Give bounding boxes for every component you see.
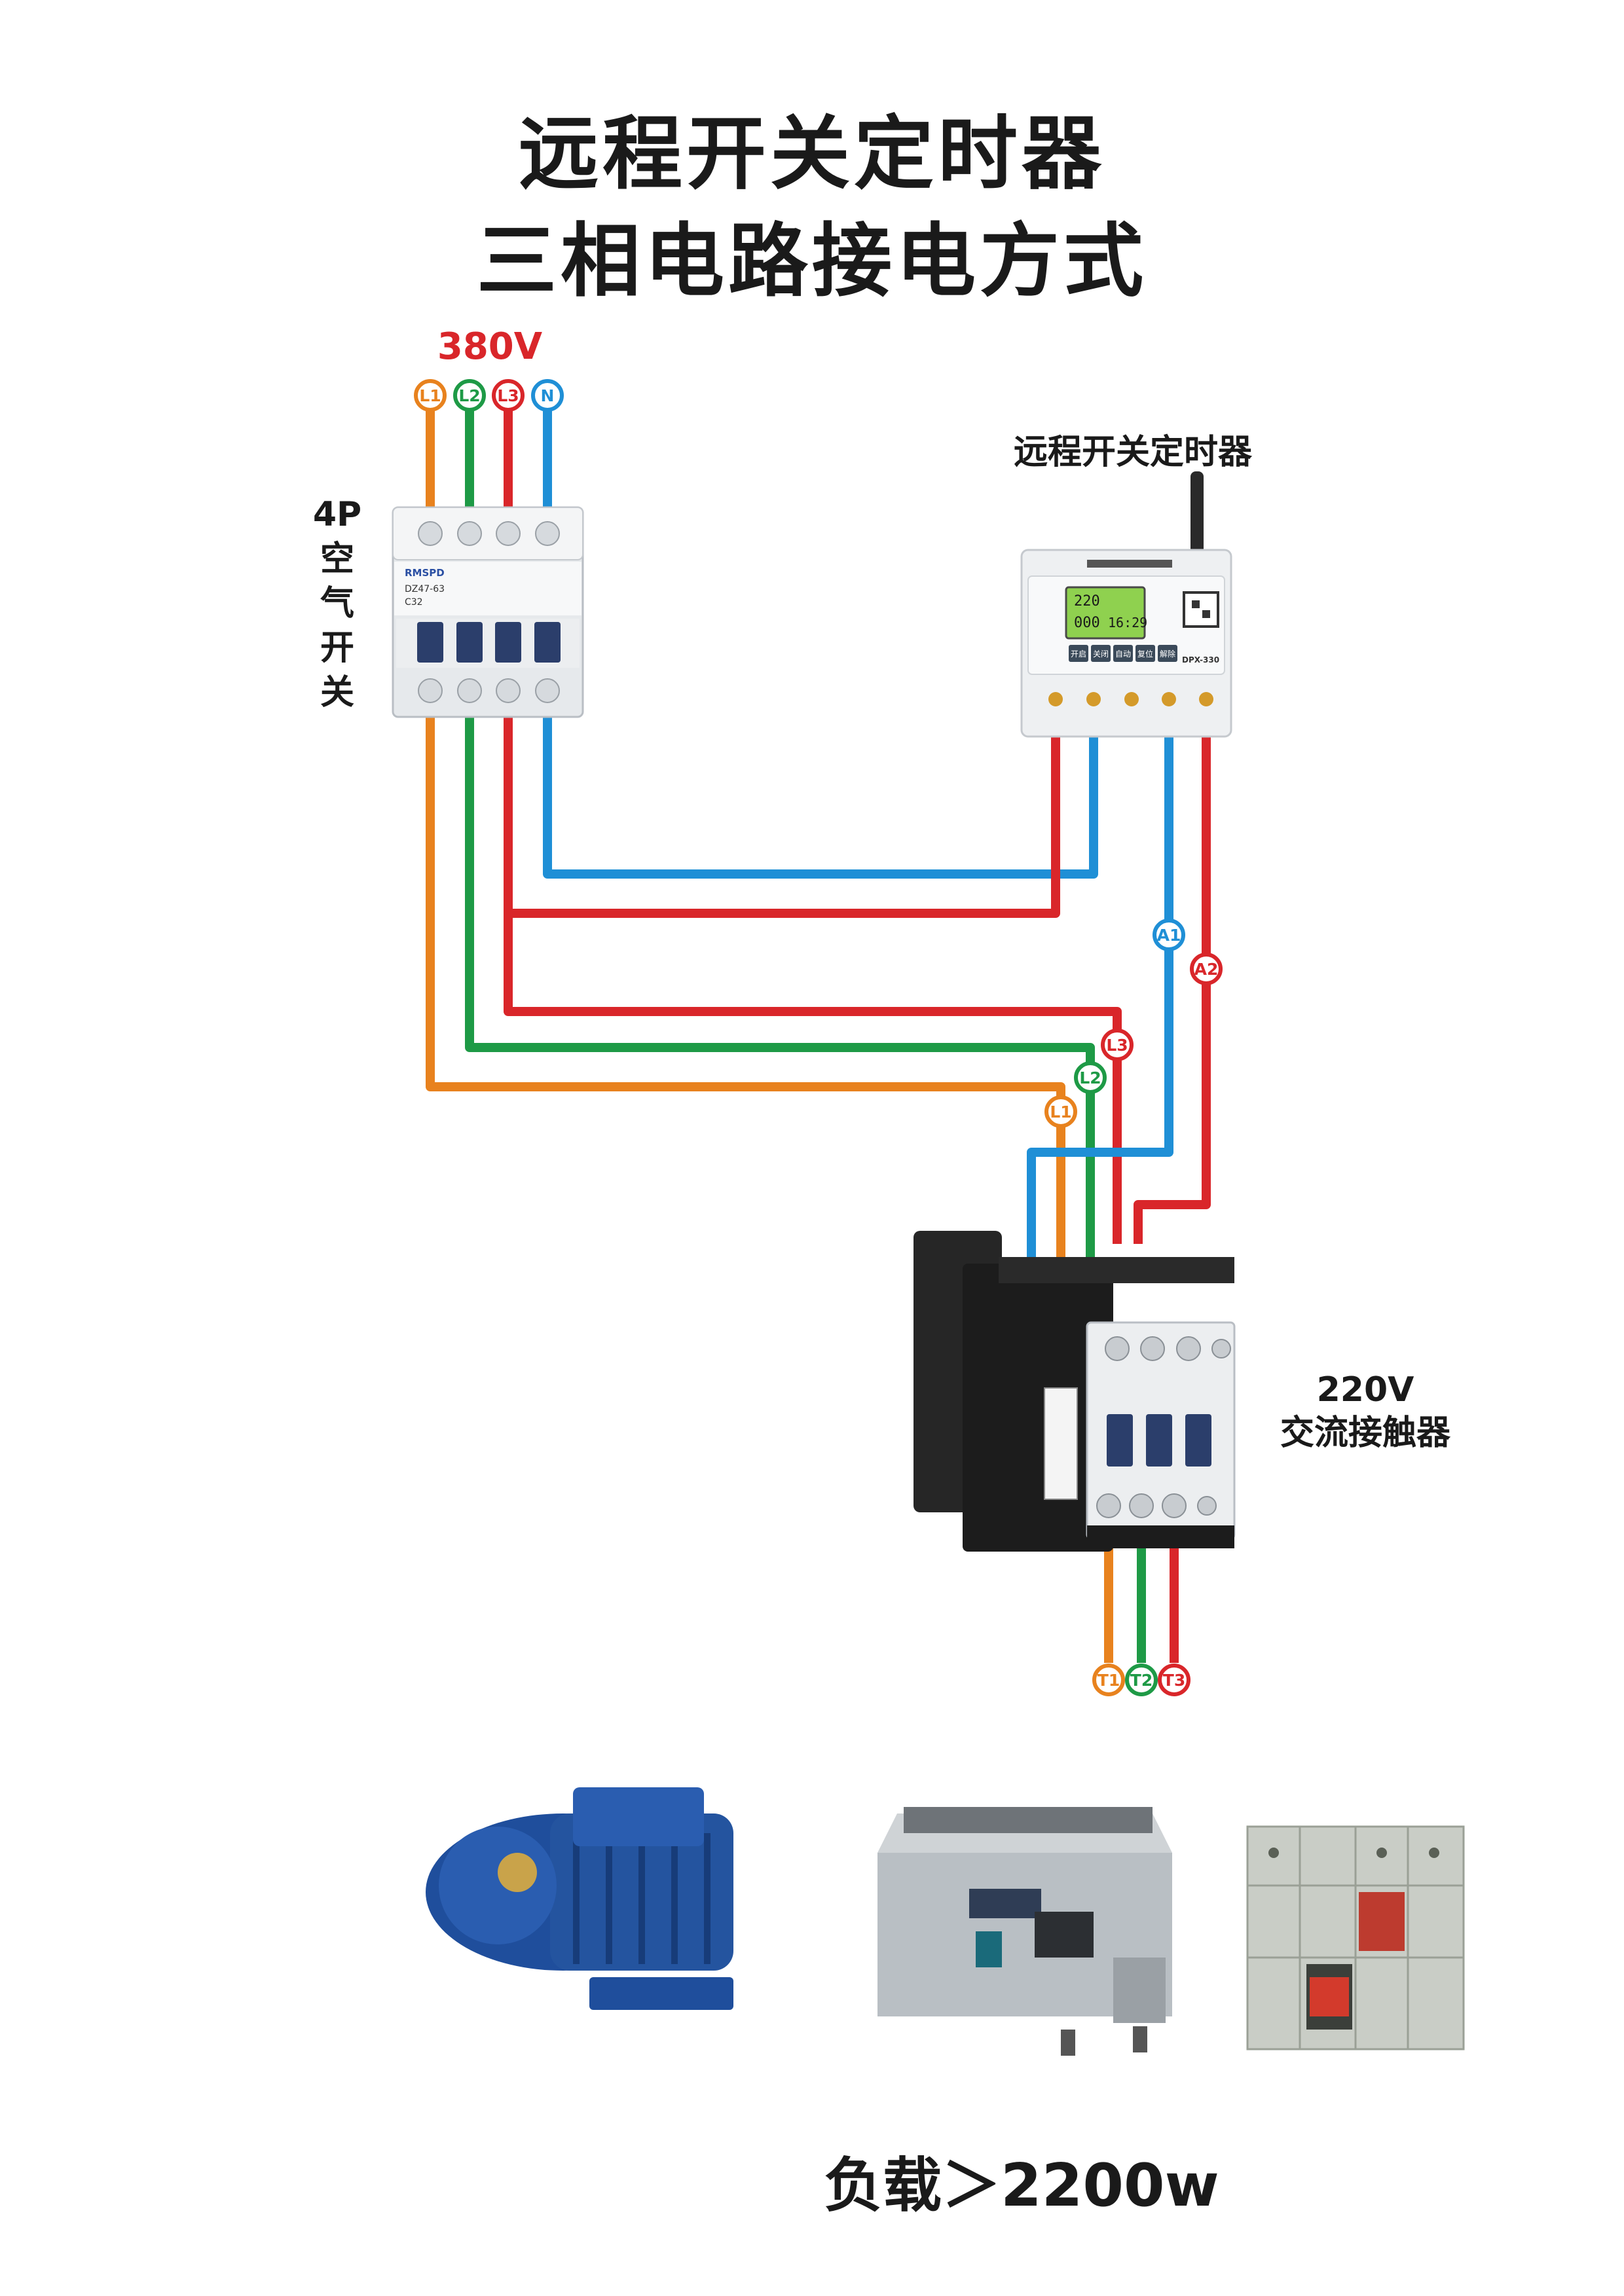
ac-contactor: [913, 1231, 1236, 1552]
load-label: 负载＞2200w: [824, 2151, 1219, 2220]
timer-model: DPX-330: [1182, 655, 1219, 665]
breaker-4p: RMSPD DZ47-63 C32: [392, 506, 584, 718]
supply-voltage: 380V: [437, 325, 543, 368]
breaker-label: 4P 空 气 开 关: [308, 492, 367, 715]
wires: [426, 409, 1211, 1663]
breaker-label-line: 4P: [312, 495, 362, 534]
badge-label: A1: [1157, 926, 1181, 945]
breaker-top-screws: [418, 521, 560, 546]
badge-t3: T3: [1158, 1664, 1190, 1696]
timer-button-label: 开启: [1071, 649, 1086, 659]
timer-screen-line1: 220: [1074, 593, 1100, 610]
timer-button-label: 关闭: [1093, 649, 1109, 659]
breaker-label-line: 气: [320, 584, 354, 623]
badge-label: L1: [419, 386, 441, 405]
badge-label: L3: [1106, 1036, 1128, 1055]
timer-button-label: 自动: [1115, 649, 1131, 659]
breaker-brand: RMSPD: [405, 567, 445, 579]
wire-l1-to-contactor: [426, 704, 1065, 1303]
contactor-label: 220V 交流接触器: [1257, 1368, 1473, 1455]
badge-l1-supply: L1: [414, 379, 447, 412]
timer-screen-line2: 000: [1074, 615, 1100, 631]
contactor-bottom-screws: [1096, 1493, 1217, 1518]
badge-l3-contactor: L3: [1101, 1029, 1134, 1061]
remote-timer: 220 000 16:29 DPX-330 开启 关闭 自动 复位 解除: [1020, 471, 1232, 738]
timer-buttons: 开启 关闭 自动 复位 解除: [1069, 645, 1177, 662]
timer-button-label: 解除: [1160, 649, 1175, 659]
badge-label: T1: [1098, 1671, 1120, 1690]
breaker-handles: [417, 622, 561, 663]
timer-lcd: [1065, 586, 1146, 640]
breaker-label-line: 关: [320, 673, 354, 712]
badge-label: T2: [1130, 1671, 1153, 1690]
badge-n-supply: N: [531, 379, 564, 412]
timer-label: 远程开关定时器: [1013, 433, 1252, 472]
title-line-2: 三相电路接电方式: [477, 215, 1147, 308]
badge-l2-contactor: L2: [1074, 1061, 1107, 1094]
terminal-badges: L1 L2 L3 N A1 A2 L3 L2: [414, 379, 1223, 1696]
badge-t2: T2: [1125, 1664, 1158, 1696]
breaker-label-line: 空: [320, 539, 354, 579]
badge-l3-supply: L3: [492, 379, 525, 412]
water-pump-icon: [426, 1787, 733, 2010]
badge-l1-contactor: L1: [1044, 1095, 1077, 1128]
wire-l3-to-timer: [504, 704, 1060, 918]
badge-l2-supply: L2: [453, 379, 486, 412]
badge-label: A2: [1194, 960, 1219, 979]
badge-a1: A1: [1153, 919, 1185, 951]
contactor-actuators: [1107, 1414, 1211, 1467]
contactor-label-sticker: [1044, 1387, 1078, 1500]
breaker-model: DZ47-63: [405, 584, 445, 594]
badge-label: L3: [497, 386, 519, 405]
timer-button-label: 复位: [1137, 649, 1153, 659]
timer-terminals: [1048, 692, 1213, 706]
wire-n-to-timer: [543, 704, 1098, 879]
wire-l3-to-contactor: [504, 913, 1122, 1244]
contactor-label-line-2: 交流接触器: [1280, 1413, 1450, 1453]
wire-l2-to-contactor: [465, 704, 1095, 1283]
breaker-bottom-screws: [418, 678, 560, 703]
badge-label: L2: [1079, 1068, 1101, 1087]
badge-label: L2: [458, 386, 480, 405]
breaker-label-line: 开: [320, 629, 354, 668]
badge-label: T3: [1163, 1671, 1185, 1690]
timer-screen-time: 16:29: [1108, 615, 1147, 630]
qr-code: [1183, 591, 1219, 628]
badge-label: N: [541, 386, 555, 405]
breaker-rating: C32: [405, 597, 423, 608]
contactor-top-screws: [1105, 1336, 1231, 1361]
commercial-fryer-icon: [877, 1807, 1172, 2056]
switchgear-cabinet-icon: [1246, 1825, 1465, 2050]
title-line-1: 远程开关定时器: [519, 107, 1105, 200]
contactor-label-line-1: 220V: [1316, 1370, 1414, 1410]
badge-a2: A2: [1190, 953, 1223, 985]
badge-label: L1: [1050, 1102, 1071, 1121]
badge-t1: T1: [1092, 1664, 1125, 1696]
